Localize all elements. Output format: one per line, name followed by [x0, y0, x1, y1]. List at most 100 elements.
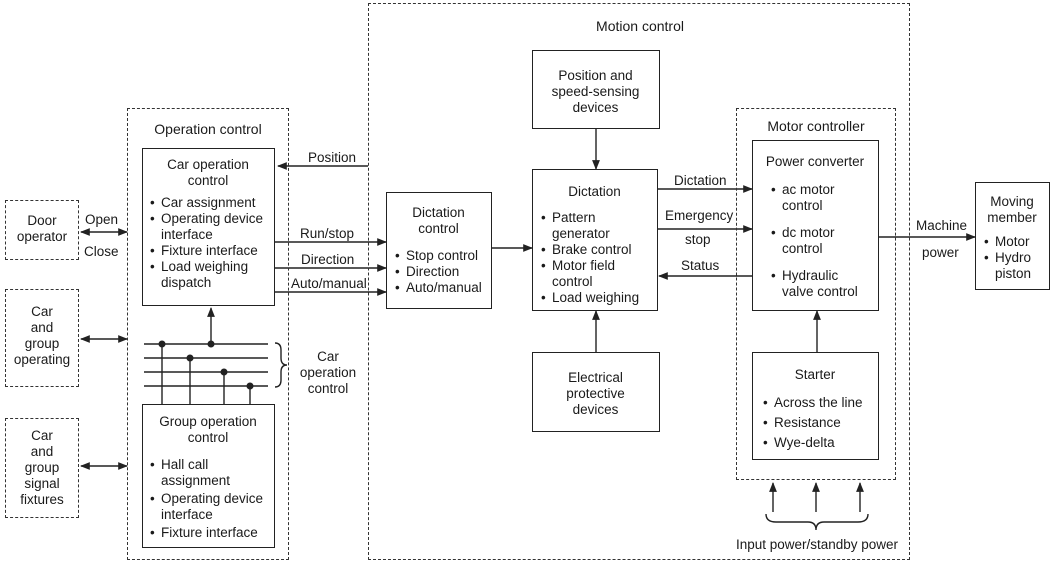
junction-dot-1	[158, 340, 166, 348]
car-group-operating-box: Car and group operating	[5, 289, 79, 387]
close-label: Close	[84, 244, 119, 259]
auto-manual-label: Auto/manual	[291, 276, 367, 291]
group-operation-item-cont: interface	[161, 507, 213, 522]
dictation-item: Pattern	[541, 210, 596, 226]
group-operation-title: Group operation	[159, 414, 257, 429]
moving-member-box: Moving member Motor Hydro piston	[975, 182, 1050, 290]
machine-label: Machine	[916, 218, 968, 233]
starter-item: Wye-delta	[763, 435, 863, 451]
input-power-brace	[765, 513, 869, 531]
power-converter-item-cont: control	[782, 241, 823, 256]
car-operation-title: control	[187, 173, 229, 188]
run-stop-label: Run/stop	[300, 226, 355, 241]
dictation-signal-label: Dictation	[674, 173, 727, 188]
bus-label: Car operation control	[290, 349, 366, 397]
car-group-operating-line: operating	[13, 352, 71, 367]
position-devices-line: Position and	[558, 68, 633, 83]
stop-label: stop	[685, 232, 711, 247]
power-converter-item: dc motor	[771, 225, 835, 241]
car-group-signal-line: and	[30, 444, 54, 459]
position-devices-line: speed-sensing	[551, 84, 640, 99]
group-operation-control-box: Group operation control Hall call assign…	[142, 404, 275, 548]
junction-dot-3	[186, 354, 194, 362]
car-group-signal-box: Car and group signal fixtures	[5, 418, 79, 518]
position-label: Position	[308, 150, 357, 165]
dictation-item: Motor field	[541, 258, 632, 274]
moving-member-item-cont: piston	[995, 266, 1032, 281]
operation-control-group	[127, 108, 289, 560]
operation-control-title: Operation control	[154, 121, 262, 137]
moving-member-item: Motor	[984, 234, 1031, 250]
starter-title: Starter	[794, 367, 836, 382]
motor-controller-title: Motor controller	[767, 118, 865, 134]
moving-member-title: member	[987, 210, 1037, 225]
dictation-control-title: Dictation	[412, 205, 465, 220]
position-devices-box: Position and speed-sensing devices	[532, 50, 660, 129]
dictation-item: Load weighing	[541, 290, 639, 306]
starter-box: Starter Across the line Resistance Wye-d…	[752, 352, 879, 460]
car-operation-control-box: Car operation control Car assignment Ope…	[142, 148, 275, 306]
dictation-item-cont: generator	[552, 226, 610, 241]
dictation-item: Brake control	[541, 242, 632, 258]
bus-brace	[274, 342, 288, 388]
input-power-label: Input power/standby power	[735, 537, 899, 552]
motor-controller-group	[736, 108, 896, 480]
electrical-devices-box: Electrical protective devices	[532, 352, 660, 432]
dictation-control-title: control	[418, 221, 459, 236]
group-operation-item-cont: assignment	[161, 473, 231, 488]
power-converter-item-cont: control	[782, 198, 823, 213]
power-converter-item: Hydraulic	[771, 268, 838, 284]
dictation-control-item: Direction	[395, 264, 482, 280]
door-operator-line1: Door	[27, 213, 57, 228]
power-converter-box: Power converter ac motor control dc moto…	[752, 140, 879, 311]
junction-dot-4	[220, 368, 228, 376]
car-group-operating-line: and	[30, 320, 54, 335]
car-operation-item: Operating device	[150, 211, 263, 227]
dictation-control-box: Dictation control Stop control Direction…	[386, 192, 492, 309]
junction-dot-2	[207, 340, 215, 348]
emergency-label: Emergency	[665, 208, 734, 223]
door-operator-line2: operator	[16, 229, 68, 244]
direction-label: Direction	[301, 252, 355, 267]
dictation-control-item: Auto/manual	[395, 280, 482, 296]
moving-member-item: Hydro	[984, 250, 1031, 266]
car-operation-title: Car operation	[167, 157, 249, 172]
position-devices-line: devices	[572, 100, 619, 115]
electrical-devices-line: protective	[566, 386, 625, 401]
starter-item: Resistance	[763, 415, 863, 431]
power-converter-item: ac motor	[771, 182, 835, 198]
dictation-title: Dictation	[568, 184, 621, 199]
car-group-signal-line: fixtures	[20, 492, 64, 507]
car-operation-item: Load weighing	[150, 259, 258, 275]
group-operation-title: control	[187, 430, 229, 445]
car-group-signal-line: Car	[31, 428, 53, 443]
car-group-operating-line: Car	[31, 304, 53, 319]
group-operation-item: Fixture interface	[150, 525, 258, 541]
dictation-item-cont: control	[552, 274, 593, 289]
bus-label-line: Car	[317, 349, 339, 364]
bus-label-line: control	[307, 381, 349, 396]
power-converter-item-cont: valve control	[782, 284, 858, 299]
open-label: Open	[85, 212, 119, 227]
moving-member-title: Moving	[990, 194, 1034, 209]
car-operation-item-cont: dispatch	[161, 275, 212, 290]
motion-control-title: Motion control	[596, 18, 684, 34]
car-operation-item: Car assignment	[150, 195, 263, 211]
dictation-control-item: Stop control	[395, 248, 482, 264]
group-operation-item: Hall call	[150, 457, 208, 473]
bus-label-line: operation	[299, 365, 357, 380]
electrical-devices-line: devices	[572, 402, 619, 417]
group-operation-item: Operating device	[150, 491, 263, 507]
status-label: Status	[681, 258, 720, 273]
car-operation-item-cont: interface	[161, 227, 213, 242]
dictation-box: Dictation Pattern generator Brake contro…	[532, 169, 658, 311]
car-group-signal-line: group	[24, 460, 60, 475]
car-group-signal-line: signal	[24, 476, 60, 491]
power-label: power	[922, 245, 959, 260]
car-group-operating-line: group	[24, 336, 60, 351]
power-converter-title: Power converter	[765, 154, 865, 169]
motion-control-group	[368, 3, 910, 560]
starter-item: Across the line	[763, 395, 863, 411]
